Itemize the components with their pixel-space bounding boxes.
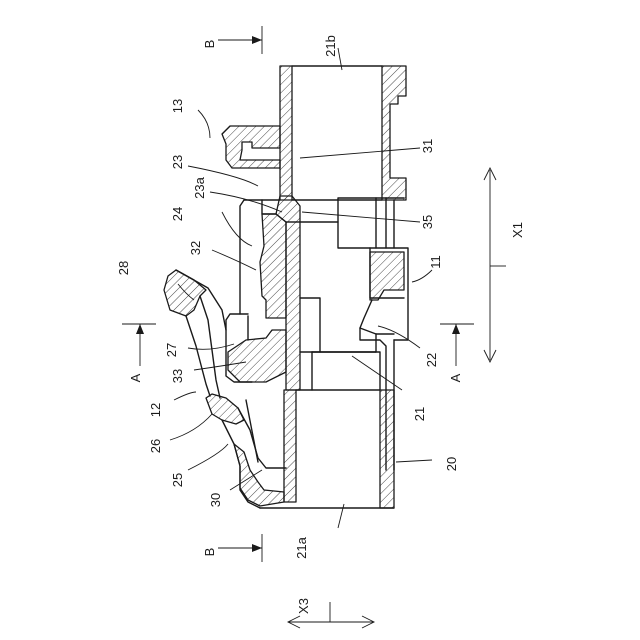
label-20: 20 <box>444 457 459 471</box>
label-35: 35 <box>420 215 435 229</box>
label-26: 26 <box>148 439 163 453</box>
label-24: 24 <box>170 207 185 221</box>
label-21b: 21b <box>323 35 338 57</box>
label-A-right: A <box>448 373 463 382</box>
label-32: 32 <box>188 241 203 255</box>
label-31: 31 <box>420 139 435 153</box>
label-25: 25 <box>170 473 185 487</box>
label-B-bottom: B <box>202 548 217 557</box>
label-13: 13 <box>170 99 185 113</box>
label-23: 23 <box>170 155 185 169</box>
label-12: 12 <box>148 403 163 417</box>
label-11: 11 <box>428 255 443 269</box>
label-X3: X3 <box>296 598 311 614</box>
label-23a: 23a <box>192 176 207 198</box>
label-27: 27 <box>164 343 179 357</box>
label-21a: 21a <box>294 536 309 558</box>
label-X1: X1 <box>510 222 525 238</box>
hook-13 <box>222 126 280 168</box>
latch-region <box>226 200 286 382</box>
label-21: 21 <box>412 407 427 421</box>
label-22: 22 <box>424 353 439 367</box>
direction-arrows <box>288 168 506 628</box>
label-B-top: B <box>202 40 217 49</box>
label-28: 28 <box>116 261 131 275</box>
label-A-left: A <box>128 373 143 382</box>
label-30: 30 <box>208 493 223 507</box>
label-33: 33 <box>170 369 185 383</box>
